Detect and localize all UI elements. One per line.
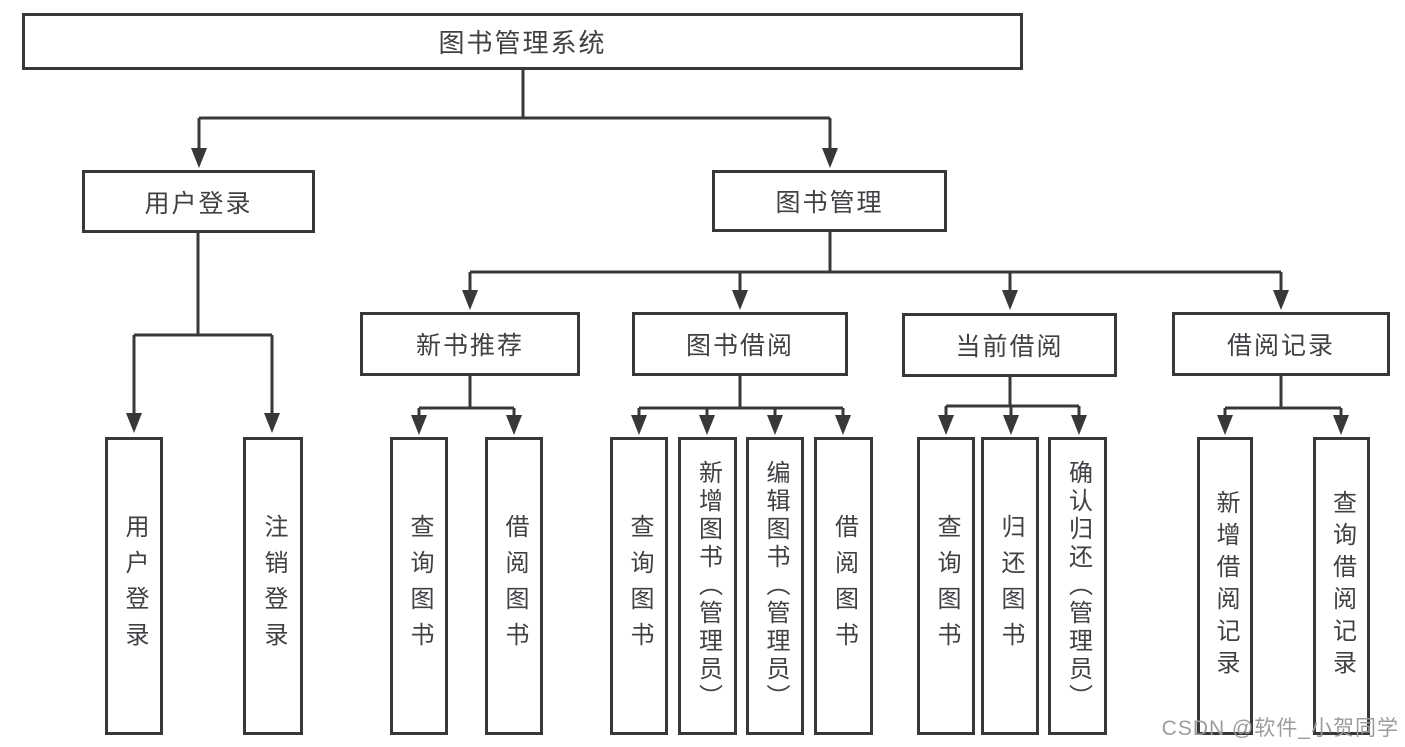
leaf-add-books-admin: 新增图书（管理员） bbox=[678, 437, 737, 735]
connector-new-book-to-leaves bbox=[417, 376, 516, 417]
node-book-management: 图书管理 bbox=[712, 170, 947, 232]
leaf-query-books-borrowing: 查询图书 bbox=[610, 437, 668, 735]
leaf-return-books: 归还图书 bbox=[981, 437, 1039, 735]
leaf-query-books-current: 查询图书 bbox=[917, 437, 975, 735]
leaf-borrow-books-recommend: 借阅图书 bbox=[485, 437, 543, 735]
leaf-add-borrow-record: 新增借阅记录 bbox=[1197, 437, 1253, 735]
leaf-query-borrow-record: 查询借阅记录 bbox=[1313, 437, 1370, 735]
leaf-logout: 注销登录 bbox=[243, 437, 303, 735]
connector-records-to-leaves bbox=[1223, 376, 1343, 417]
node-borrowing-records: 借阅记录 bbox=[1172, 312, 1390, 376]
connector-book-borrow-to-leaves bbox=[637, 376, 845, 417]
leaf-edit-books-admin: 编辑图书（管理员） bbox=[746, 437, 804, 735]
leaf-borrow-books-borrowing: 借阅图书 bbox=[814, 437, 873, 735]
leaf-user-login: 用户登录 bbox=[105, 437, 163, 735]
node-book-management-system: 图书管理系统 bbox=[22, 13, 1023, 70]
node-current-borrowing: 当前借阅 bbox=[902, 313, 1117, 377]
leaf-query-books-recommend: 查询图书 bbox=[390, 437, 448, 735]
connector-current-borrow-to-leaves bbox=[944, 377, 1081, 417]
leaf-confirm-return-admin: 确认归还（管理员） bbox=[1048, 437, 1107, 735]
node-book-borrowing: 图书借阅 bbox=[632, 312, 848, 376]
connector-user-login-to-leaves bbox=[132, 233, 274, 415]
csdn-watermark: CSDN @软件_小贺同学 bbox=[1161, 717, 1399, 740]
node-new-book-recommendation: 新书推荐 bbox=[360, 312, 580, 376]
connector-root-to-level2 bbox=[197, 70, 832, 150]
node-user-login: 用户登录 bbox=[82, 170, 315, 233]
connector-book-mgmt-to-level3 bbox=[468, 232, 1283, 292]
arrowheads bbox=[126, 148, 1349, 435]
